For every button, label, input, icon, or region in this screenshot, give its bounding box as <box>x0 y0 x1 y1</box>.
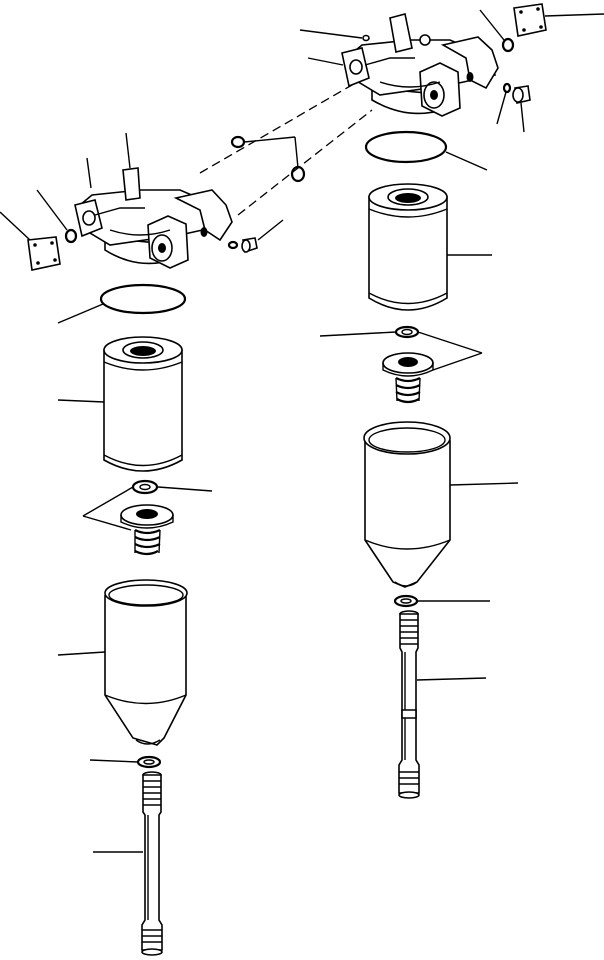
left-assembly <box>27 135 306 956</box>
right-spring <box>395 377 421 404</box>
left-o-ring-small <box>64 228 78 244</box>
callout-left-screw <box>86 157 92 189</box>
callout-right-disc-b <box>432 352 483 371</box>
left-washer <box>131 479 159 495</box>
callout-left-bowl <box>57 651 106 656</box>
right-bowl-washer <box>393 594 419 608</box>
left-filter-element <box>103 336 183 472</box>
callout-connector-o-rings-a <box>243 136 296 143</box>
left-filter-bowl <box>104 579 188 746</box>
right-plug-small <box>502 82 531 104</box>
callout-right-screw <box>299 29 363 39</box>
right-cover-plate <box>513 3 547 37</box>
right-filter-bowl <box>363 421 451 588</box>
callout-right-bolt <box>416 677 487 681</box>
callout-right-head <box>307 57 344 66</box>
left-bowl-washer <box>136 755 162 769</box>
right-filter-element <box>368 183 448 311</box>
left-center-bolt <box>141 771 163 956</box>
callout-left-element <box>57 399 105 403</box>
left-center-disc <box>120 504 174 529</box>
right-center-bolt <box>398 610 420 799</box>
callout-left-disc-b <box>82 515 132 531</box>
right-washer <box>394 325 420 339</box>
left-plug-small <box>227 237 258 254</box>
callout-right-plug-b <box>520 102 525 133</box>
callout-right-disc-a <box>417 331 483 354</box>
callout-left-o-ring-large <box>57 303 104 324</box>
callout-right-plug-a <box>496 91 507 125</box>
left-spring <box>134 528 161 556</box>
callout-connector-o-rings-b <box>294 136 299 169</box>
callout-left-bowl-washer <box>89 759 139 763</box>
right-filter-head <box>341 13 499 117</box>
callout-left-cover <box>0 211 31 241</box>
right-assembly <box>341 3 547 799</box>
callout-left-head <box>125 132 131 169</box>
left-o-ring-large <box>99 283 187 315</box>
right-small-screw <box>362 34 370 42</box>
assembly-guide-lines <box>199 84 373 216</box>
left-cover-plate <box>27 236 61 271</box>
callout-right-bowl <box>449 482 519 486</box>
left-filter-head <box>74 167 233 269</box>
callout-left-plug <box>257 219 284 241</box>
right-o-ring-small <box>501 37 515 53</box>
callout-right-cover <box>544 13 604 17</box>
connector-o-ring-2 <box>290 165 306 183</box>
callout-leaders <box>0 9 604 853</box>
callout-right-washer <box>319 331 397 337</box>
callout-right-o-ring <box>479 9 505 41</box>
callout-left-washer <box>157 486 213 492</box>
connector-o-ring-1 <box>230 135 246 149</box>
callout-left-o-ring <box>36 189 68 231</box>
right-o-ring-large <box>364 130 448 164</box>
callout-right-o-ring-large <box>445 151 488 171</box>
callout-left-disc-a <box>82 486 134 517</box>
right-center-disc <box>382 352 434 377</box>
